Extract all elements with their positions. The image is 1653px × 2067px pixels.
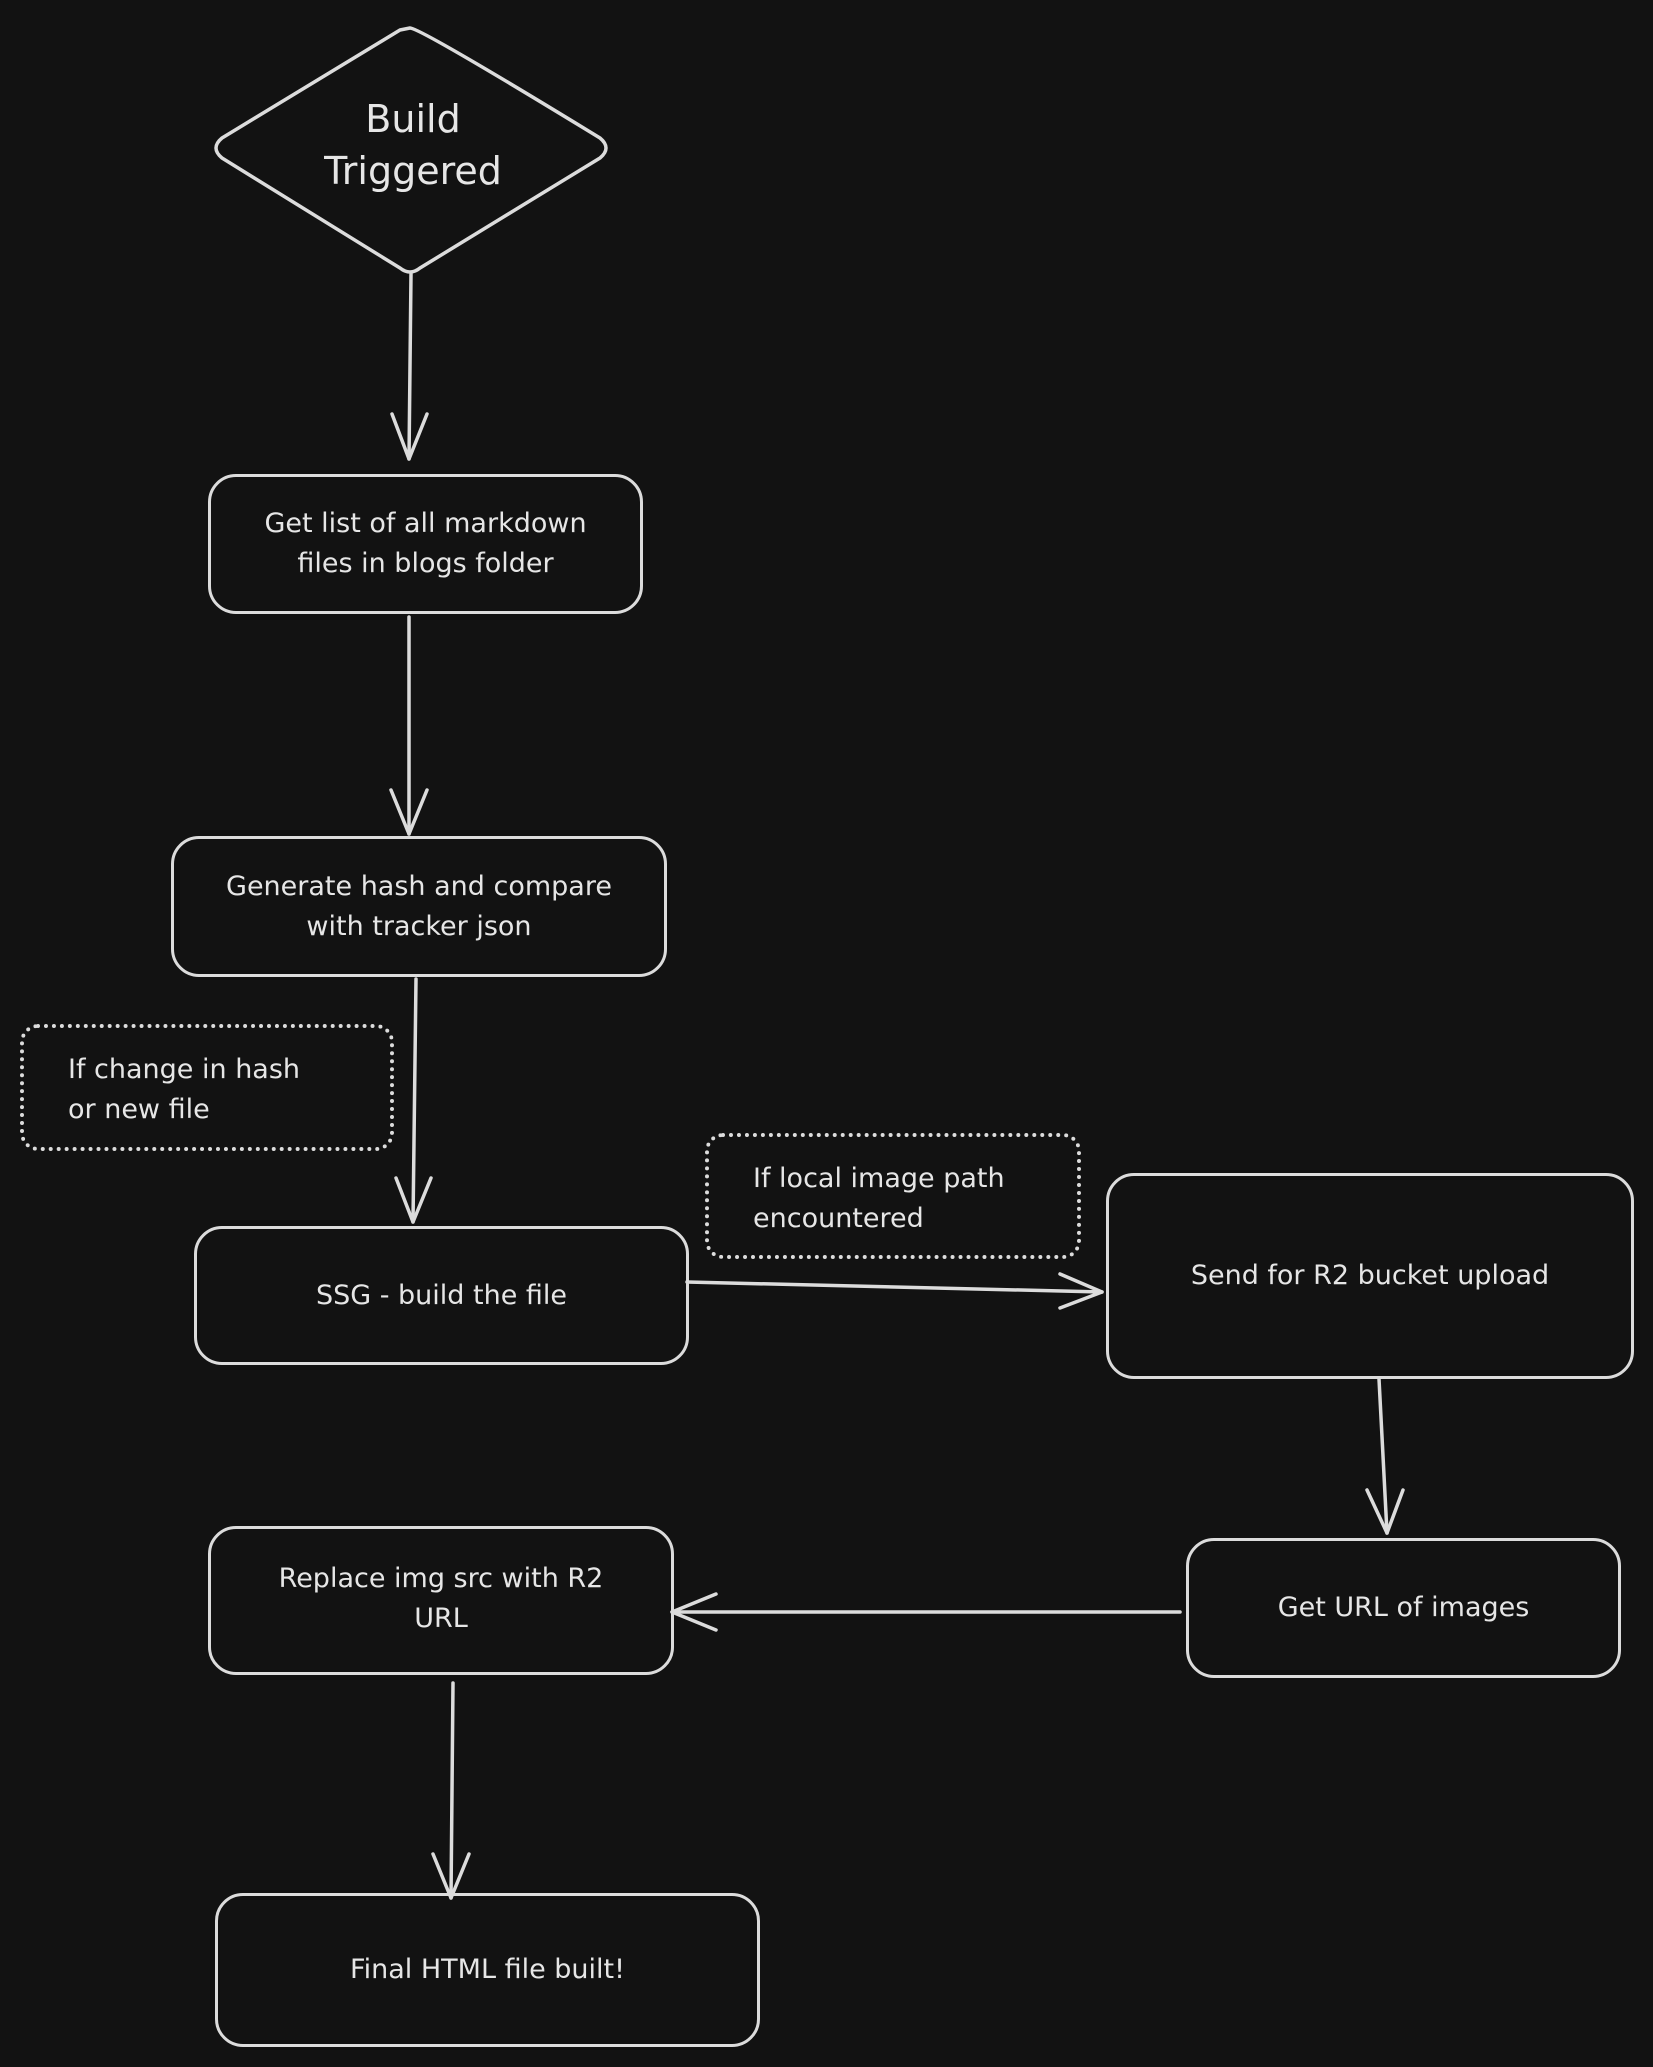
- label-line: Build: [365, 97, 461, 141]
- node-hash-compare[interactable]: Generate hash and compare with tracker js…: [171, 836, 667, 977]
- note-hash-change[interactable]: If change in hash or new file: [20, 1024, 394, 1151]
- arrow-geturl-to-replace: [670, 1592, 1182, 1632]
- label-line: files in blogs folder: [297, 548, 554, 579]
- start-label: Build Triggered: [283, 93, 543, 197]
- label-line: with tracker json: [306, 910, 532, 942]
- node-list-files[interactable]: Get list of all markdown files in blogs f…: [208, 474, 643, 614]
- label-line: Replace img src with R2: [278, 1563, 604, 1594]
- label-line: encountered: [753, 1203, 924, 1234]
- arrow-list-to-hash: [389, 615, 429, 836]
- label-line: Triggered: [324, 149, 502, 193]
- arrow-hash-to-ssg: [394, 977, 433, 1224]
- node-r2-upload[interactable]: Send for R2 bucket upload: [1106, 1173, 1634, 1379]
- label-line: If local image path: [753, 1163, 1005, 1194]
- start-diamond: [214, 26, 608, 274]
- arrow-replace-to-final: [431, 1681, 471, 1900]
- label-line: SSG - build the file: [315, 1279, 568, 1311]
- label-line: Generate hash and compare: [226, 870, 612, 902]
- label-line: or new file: [68, 1094, 210, 1125]
- label-line: Send for R2 bucket upload: [1190, 1260, 1550, 1291]
- node-final[interactable]: Final HTML file built!: [215, 1893, 760, 2047]
- node-ssg-build[interactable]: SSG - build the file: [194, 1226, 689, 1365]
- note-local-image[interactable]: If local image path encountered: [705, 1133, 1081, 1259]
- node-get-url[interactable]: Get URL of images: [1186, 1538, 1621, 1678]
- label-line: Get list of all markdown: [264, 508, 587, 539]
- arrow-start-to-list: [390, 272, 429, 461]
- arrow-ssg-to-r2: [685, 1272, 1104, 1310]
- arrow-r2-to-geturl: [1365, 1377, 1405, 1535]
- label-line: If change in hash: [68, 1054, 301, 1085]
- node-replace-src[interactable]: Replace img src with R2 URL: [208, 1526, 674, 1675]
- label-line: Final HTML file built!: [350, 1954, 625, 1985]
- label-line: Get URL of images: [1277, 1592, 1530, 1623]
- label-line: URL: [414, 1603, 468, 1634]
